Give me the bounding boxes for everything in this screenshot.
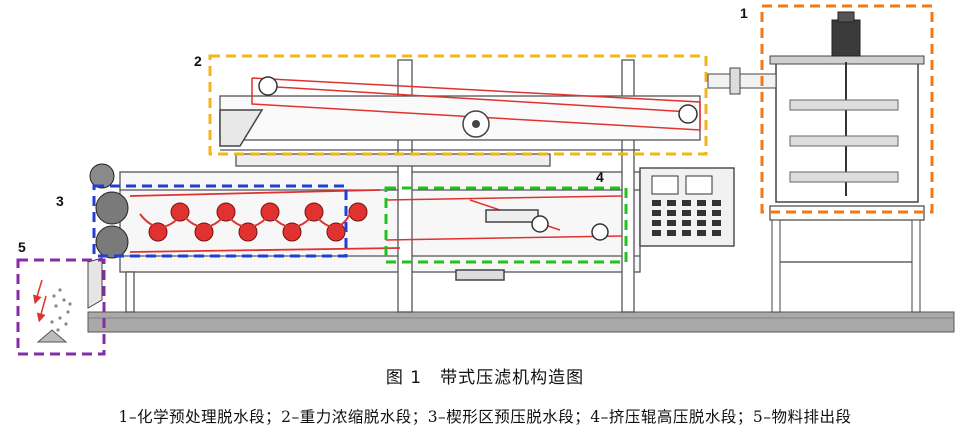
control-button-icon [712,220,721,226]
control-button-icon [667,210,676,216]
control-button-icon [652,220,661,226]
control-button-icon [667,230,676,236]
control-button-icon [697,220,706,226]
control-button-icon [682,210,691,216]
zone-2-label: 2 [194,53,202,69]
pressure-roller-icon [282,222,302,242]
agitator-motor-icon [831,19,861,57]
cake-particle-icon [62,298,66,302]
control-button-icon [652,230,661,236]
control-button-icon [652,200,661,206]
zone-1-label: 1 [740,5,748,21]
figure-caption: 图 1 带式压滤机构造图 [385,368,585,388]
belt-filter-press-diagram: 1 2 3 4 5 [16,4,955,356]
zone-5-box [16,258,106,356]
cake-particle-icon [64,322,68,326]
control-button-icon [682,230,691,236]
squeeze-roller-section [385,195,623,281]
control-button-icon [667,220,676,226]
control-button-icon [682,220,691,226]
pressure-roller-icon [238,222,258,242]
control-panel [639,167,735,247]
cake-particle-icon [52,294,56,298]
zone-5-label: 5 [18,239,26,255]
control-button-grid-icon [652,200,721,236]
discharge-section [32,257,103,343]
zone-4-label: 4 [596,169,604,185]
machine-base [87,311,955,333]
cake-particle-icon [58,288,62,292]
pressure-roller-icon [194,222,214,242]
zone-1-box [760,4,934,214]
control-button-icon [712,210,721,216]
control-button-icon [697,210,706,216]
cake-particle-icon [66,310,70,314]
machine-frame [119,59,701,313]
control-button-icon [667,200,676,206]
cake-particle-icon [68,302,72,306]
zone-2-box [208,54,708,156]
figure-legend: 1–化学预处理脱水段；2–重力浓缩脱水段；3–楔形区预压脱水段；4–挤压辊高压脱… [118,408,852,426]
control-button-icon [682,200,691,206]
zone-3-box [92,184,348,258]
chemical-pretreatment-tank [707,11,925,313]
pressure-roller-icon [304,202,324,222]
zone-4-box [384,186,628,264]
pressure-roller-icon [260,202,280,222]
falling-cake-dots-icon [50,288,72,332]
control-button-icon [652,210,661,216]
cake-particle-icon [54,304,58,308]
control-button-icon [697,200,706,206]
cake-particle-icon [56,328,60,332]
zone-3-label: 3 [56,193,64,209]
cake-particle-icon [58,316,62,320]
pressure-roller-icon [216,202,236,222]
control-button-icon [712,200,721,206]
control-button-icon [697,230,706,236]
control-button-icon [712,230,721,236]
wedge-zone-rollers [89,163,401,259]
pressure-roller-icon [348,202,368,222]
cake-particle-icon [50,320,54,324]
gravity-belt-section [219,76,701,147]
